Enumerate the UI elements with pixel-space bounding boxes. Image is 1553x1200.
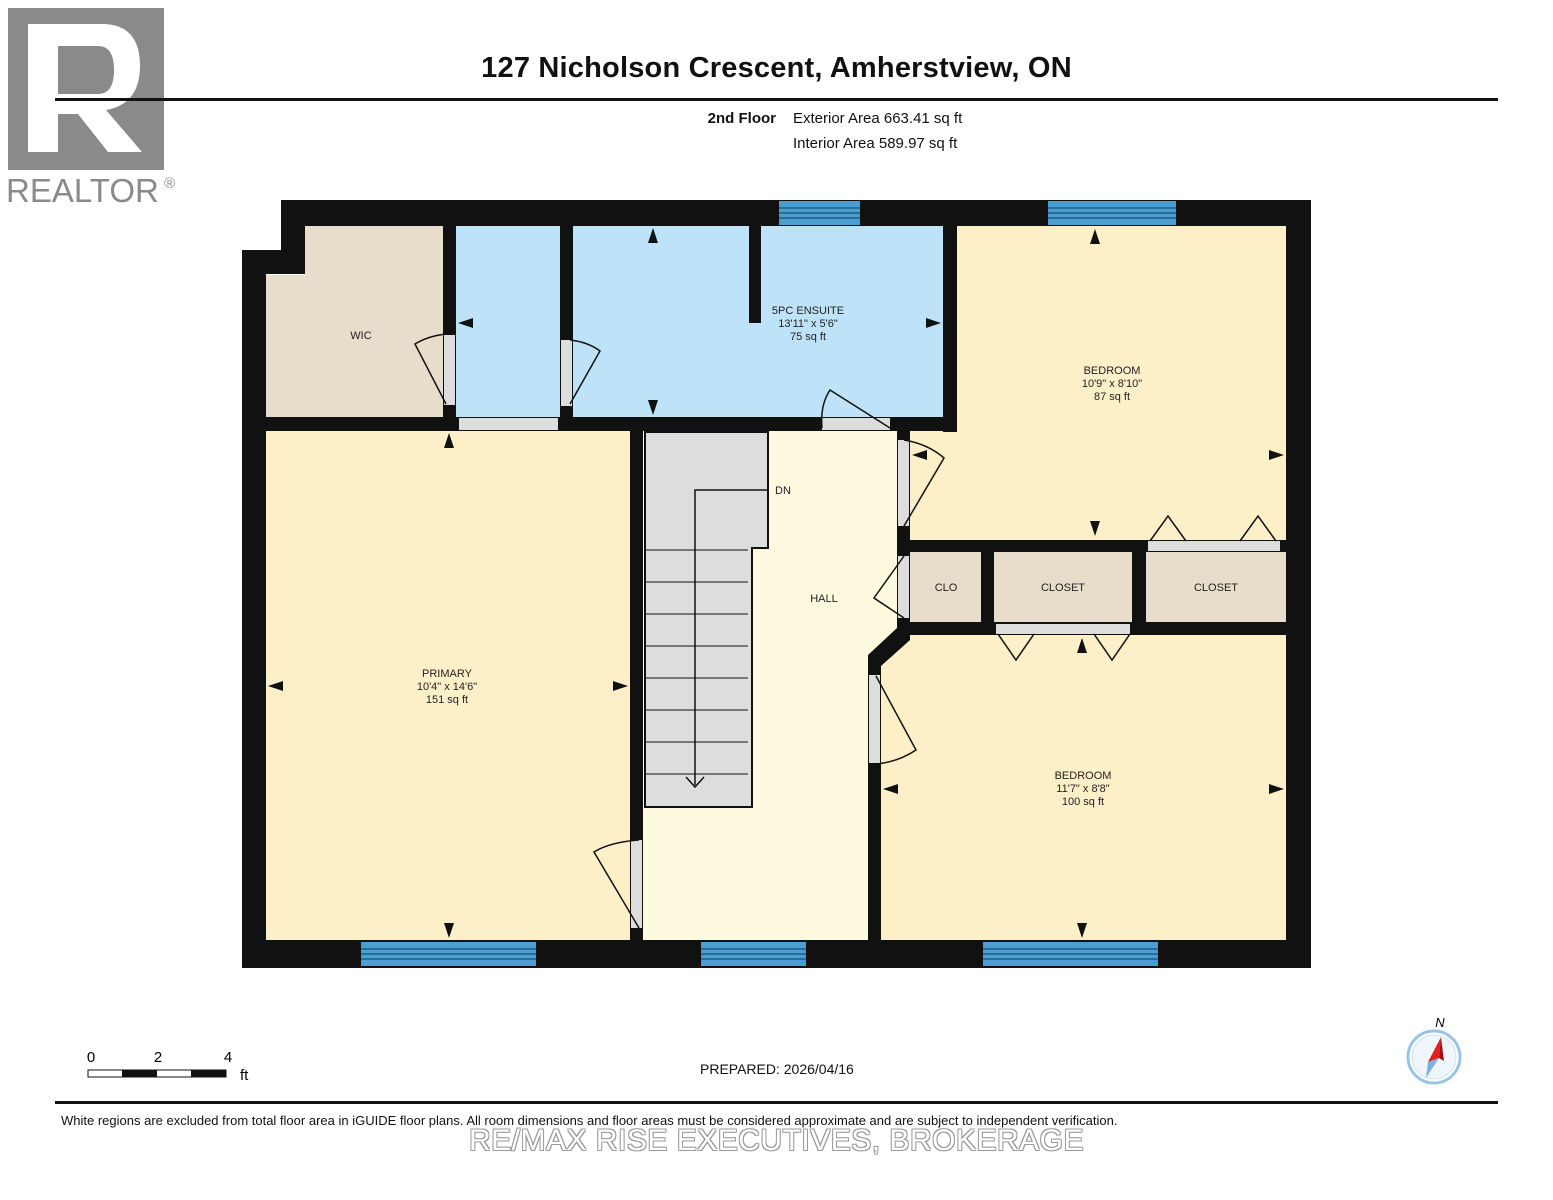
header-rule xyxy=(55,98,1498,101)
room-dims-bedroom-bottom: 11'7" x 8'8" xyxy=(1056,783,1109,795)
arrow-down-icon xyxy=(648,400,658,415)
staircase xyxy=(644,431,769,808)
arrow-up-icon xyxy=(444,433,454,448)
room-name-closet-1: CLOSET xyxy=(1041,582,1085,594)
room-name-hall: HALL xyxy=(810,593,838,605)
arrow-right-icon xyxy=(613,681,628,691)
room-wic xyxy=(265,225,443,417)
room-bedroom-bottom xyxy=(880,635,1286,940)
page-title: 127 Nicholson Crescent, Amherstview, ON xyxy=(481,52,1072,84)
room-bedroom-top xyxy=(910,225,1286,540)
arrow-right-icon xyxy=(926,318,941,328)
measurement-arrows xyxy=(268,228,1284,938)
scale-label-4: 4 xyxy=(224,1049,232,1066)
room-area-bedroom-top: 87 sq ft xyxy=(1094,391,1130,403)
arrow-up-icon xyxy=(1077,638,1087,653)
room-area-ensuite: 75 sq ft xyxy=(790,331,826,343)
room-name-primary: PRIMARY xyxy=(422,668,473,680)
room-name-wic: WIC xyxy=(350,330,371,342)
compass-north-label: N xyxy=(1435,1015,1445,1030)
arrow-up-icon xyxy=(1090,229,1100,244)
realtor-logo: REALTOR ® xyxy=(6,6,186,217)
brokerage-watermark: RE/MAX RISE EXECUTIVES, BROKERAGE xyxy=(469,1124,1084,1157)
room-name-ensuite: 5PC ENSUITE xyxy=(772,305,844,317)
room-dims-primary: 10'4" x 14'6" xyxy=(417,681,477,693)
room-clo xyxy=(910,552,981,622)
arrow-right-icon xyxy=(1269,784,1284,794)
room-name-bedroom-top: BEDROOM xyxy=(1084,365,1141,377)
floor-label: 2nd Floor xyxy=(707,110,776,127)
prepared-date: PREPARED: 2026/04/16 xyxy=(700,1061,854,1077)
interior-area: Interior Area 589.97 sq ft xyxy=(793,135,958,152)
scale-label-2: 2 xyxy=(154,1049,162,1066)
arrow-left-icon xyxy=(458,318,473,328)
arrow-left-icon xyxy=(912,450,927,460)
room-name-clo: CLO xyxy=(935,582,958,594)
registered-mark: ® xyxy=(164,175,175,192)
room-name-bedroom-bottom: BEDROOM xyxy=(1055,770,1112,782)
arrow-left-icon xyxy=(268,681,283,691)
room-area-bedroom-bottom: 100 sq ft xyxy=(1062,796,1104,808)
room-closet-1 xyxy=(994,552,1132,622)
room-primary xyxy=(265,430,630,940)
arrow-down-icon xyxy=(1077,923,1087,938)
compass-icon: N xyxy=(1406,1015,1462,1085)
arrow-left-icon xyxy=(883,784,898,794)
room-dims-bedroom-top: 10'9" x 8'10" xyxy=(1082,378,1142,390)
disclaimer-text: White regions are excluded from total fl… xyxy=(61,1113,1118,1128)
room-name-closet-2: CLOSET xyxy=(1194,582,1238,594)
room-dims-ensuite: 13'11" x 5'6" xyxy=(778,318,838,330)
door-swings xyxy=(414,333,1277,929)
realtor-logo-text: REALTOR xyxy=(6,172,159,209)
scale-bar: 0 2 4 ft xyxy=(87,1049,249,1084)
stairs-label: DN xyxy=(775,485,791,497)
windows xyxy=(361,201,1176,966)
arrow-up-icon xyxy=(648,228,658,243)
arrow-right-icon xyxy=(1269,450,1284,460)
scale-unit: ft xyxy=(240,1067,249,1084)
exterior-area: Exterior Area 663.41 sq ft xyxy=(793,110,963,127)
arrow-down-icon xyxy=(1090,521,1100,536)
room-closet-2 xyxy=(1146,552,1286,622)
room-area-primary: 151 sq ft xyxy=(426,694,468,706)
scale-label-0: 0 xyxy=(87,1049,95,1066)
arrow-down-icon xyxy=(444,923,454,938)
room-labels: WIC 5PC ENSUITE 13'11" x 5'6" 75 sq ft B… xyxy=(350,305,1238,808)
door-openings xyxy=(444,335,1280,928)
realtor-logo-graphic: REALTOR ® xyxy=(6,8,175,209)
footer-rule xyxy=(55,1101,1498,1104)
